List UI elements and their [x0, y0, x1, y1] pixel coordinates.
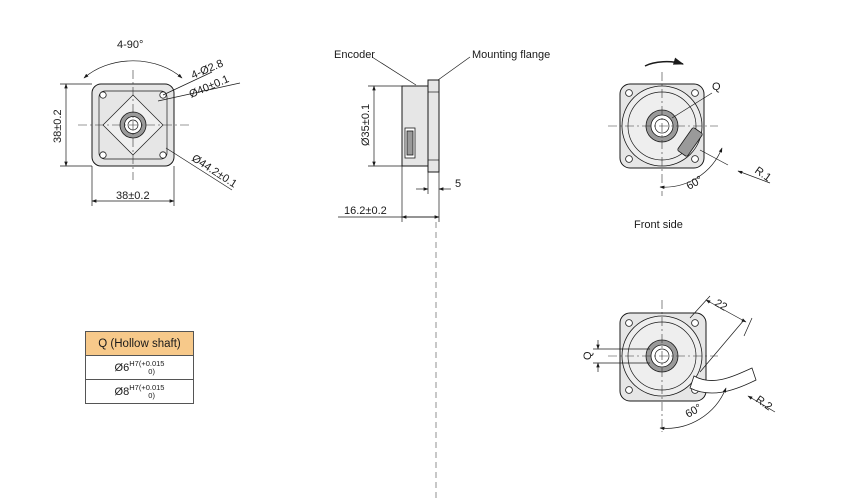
shaft-size: Ø6 — [114, 361, 130, 374]
bottom-angle-label: 60° — [684, 402, 704, 421]
table-header: Q (Hollow shaft) — [85, 331, 194, 356]
bottom-radius-label: R.2 — [753, 394, 774, 414]
front-dia44-label: Ø44.2±0.1 — [189, 152, 239, 190]
tolerance-upper: +0.015 — [141, 358, 165, 368]
tolerance-upper: +0.015 — [141, 382, 165, 392]
rear-radius-label: R.1 — [752, 165, 773, 185]
bottom-q-label: Q — [582, 351, 594, 360]
bottom-dim22-label: 22 — [713, 297, 730, 314]
front-height-label: 38±0.2 — [52, 109, 64, 143]
tolerance-lower: 0 — [148, 390, 153, 400]
tolerance-class: H7 — [129, 383, 139, 393]
side-dia35-label: Ø35±0.1 — [360, 104, 372, 146]
front-view: 4-90° 4-Ø2.8 Ø40±0.1 Ø44.2±0.1 38±0.2 38… — [52, 39, 241, 206]
front-angle-label: 4-90° — [117, 39, 143, 51]
encoder-label: Encoder — [334, 49, 375, 61]
shaft-size: Ø8 — [114, 385, 130, 398]
bottom-view: Q 22 R.2 60° — [582, 295, 776, 432]
rotation-arrow-icon — [644, 57, 685, 67]
side-length-label: 16.2±0.2 — [344, 205, 387, 217]
side-view: Encoder Mounting flange Ø35±0.1 5 16.2±0… — [334, 49, 550, 500]
mounting-flange-label: Mounting flange — [472, 49, 550, 61]
tolerance-lower: 0 — [148, 366, 153, 376]
rear-view: Q R.1 60° Front side — [608, 57, 773, 231]
front-width-label: 38±0.2 — [116, 190, 150, 202]
front-side-caption: Front side — [634, 219, 683, 231]
rear-q-label: Q — [712, 81, 721, 93]
rear-angle-label: 60° — [685, 174, 705, 193]
tolerance-class: H7 — [129, 359, 139, 369]
flange-thickness-label: 5 — [455, 178, 461, 190]
